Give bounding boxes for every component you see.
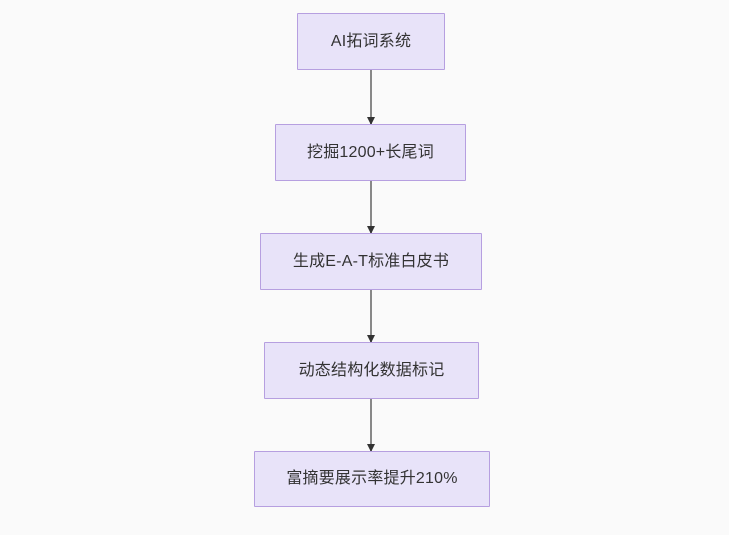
arrow-down-icon [367,226,375,234]
flow-edge-n0-n1 [367,70,375,125]
flow-edge-n2-n3 [367,290,375,343]
flow-edge-n1-n2 [367,181,375,234]
edge-line [370,70,372,124]
flow-node-label: 动态结构化数据标记 [298,361,445,379]
edge-line [370,290,372,342]
edge-line [370,399,372,451]
flow-node-label: 生成E-A-T标准白皮书 [292,252,450,270]
arrow-down-icon [367,444,375,452]
flow-node-label: AI拓词系统 [330,32,412,50]
flow-node-generate-eat-whitepaper[interactable]: 生成E-A-T标准白皮书 [260,233,482,290]
flow-edge-n3-n4 [367,399,375,452]
flow-node-mine-longtail-keywords[interactable]: 挖掘1200+长尾词 [275,124,466,181]
flow-node-label: 挖掘1200+长尾词 [307,143,434,161]
flow-node-rich-snippet-impression-uplift[interactable]: 富摘要展示率提升210% [254,451,490,507]
arrow-down-icon [367,117,375,125]
flow-node-ai-keyword-system[interactable]: AI拓词系统 [297,13,445,70]
flow-node-label: 富摘要展示率提升210% [286,470,458,487]
flow-node-dynamic-structured-data-markup[interactable]: 动态结构化数据标记 [264,342,479,399]
arrow-down-icon [367,335,375,343]
edge-line [370,181,372,233]
